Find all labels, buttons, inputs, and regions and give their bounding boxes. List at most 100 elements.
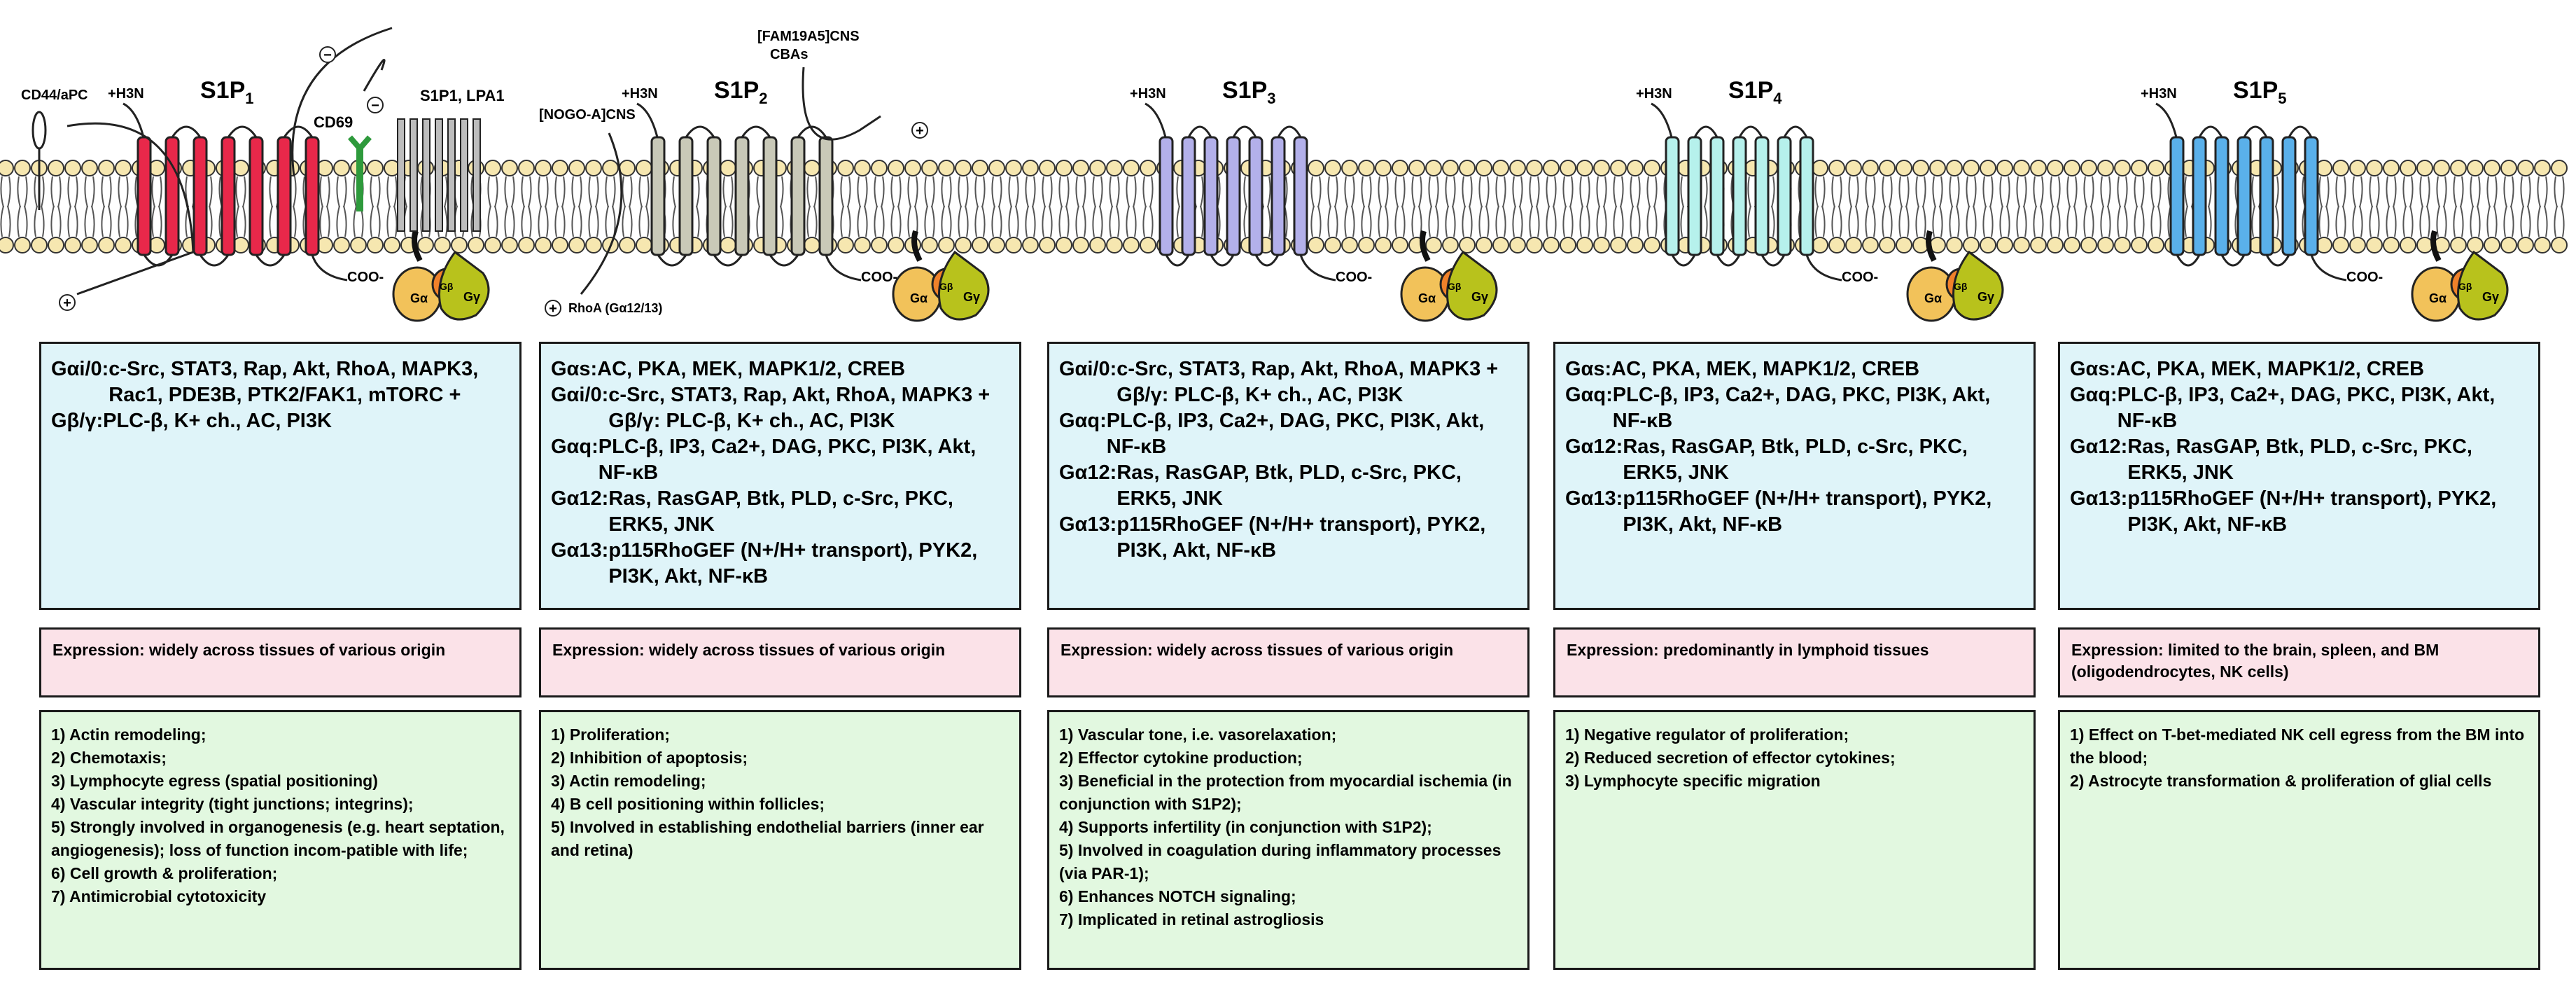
lipid-head — [888, 160, 904, 176]
lipid-head — [1946, 237, 1963, 254]
lipid-tail — [2033, 205, 2044, 237]
signaling-row: Gα12: Ras, RasGAP, Btk, PLD, c-Src, PKC,… — [1565, 434, 2024, 486]
lipid-head — [2148, 237, 2164, 254]
lipid-head — [2416, 237, 2433, 254]
g-protein-key: Gαq: — [2070, 384, 2118, 406]
lipid-head — [568, 237, 585, 254]
lipid-tail — [2117, 205, 2128, 237]
cd44-label: CD44/aPC — [21, 88, 88, 103]
lipid-head — [1980, 237, 1996, 254]
helix-loop — [685, 125, 715, 138]
lipid-tail — [1512, 176, 1523, 208]
lipid-tail — [2486, 176, 2498, 208]
lipid-head — [2131, 160, 2148, 176]
lipid-head — [2013, 237, 2030, 254]
lipid-tail — [0, 176, 11, 208]
c-terminus — [2310, 254, 2347, 282]
lipid-tail — [890, 205, 902, 237]
lipid-tail — [1411, 176, 1422, 208]
lipid-head — [1039, 160, 1056, 176]
lipid-tail — [2419, 176, 2430, 208]
lipid-tail — [1092, 176, 1103, 208]
lipid-tail — [1932, 176, 1943, 208]
lipid-head — [1308, 237, 1324, 254]
signaling-row: Gα12: Ras, RasGAP, Btk, PLD, c-Src, PKC,… — [551, 486, 1009, 538]
helix-loop — [2198, 125, 2223, 138]
lipid-head — [2383, 237, 2400, 254]
signaling-effectors: PLC-β, IP3, Ca2+, DAG, PKC, PI3K, Akt, N… — [2117, 384, 2496, 432]
lipid-tail — [2436, 176, 2447, 208]
lipid-tail — [1848, 205, 1859, 237]
lipid-tail — [118, 205, 129, 237]
function-box: 1) Proliferation;2) Inhibition of apopto… — [539, 710, 1021, 970]
lpa1-helix — [472, 118, 481, 232]
transmembrane-helix — [1226, 136, 1241, 256]
lipid-head — [1492, 237, 1509, 254]
nh3-label: +H3N — [108, 86, 144, 102]
lipid-head — [854, 237, 871, 254]
lpa1-helix — [460, 118, 468, 232]
signaling-effectors: Ras, RasGAP, Btk, PLD, c-Src, PKC, ERK5,… — [608, 487, 953, 536]
lipid-tail — [1562, 205, 1574, 237]
helix-loop — [1760, 254, 1786, 267]
lipid-head — [0, 237, 14, 254]
membrane-diagram: +H3NCOO-S1P1GαGβGγ+H3NCOO-S1P2GαGβGγ+H3N… — [0, 27, 2568, 322]
lipid-tail — [1814, 176, 1826, 208]
lipid-tail — [1462, 205, 1473, 237]
helix-loop — [1671, 254, 1696, 267]
lipid-head — [535, 237, 552, 254]
lipid-tail — [958, 176, 969, 208]
lipid-head — [1543, 160, 1560, 176]
lipid-head — [2114, 160, 2131, 176]
signaling-row: Gαq: PLC-β, IP3, Ca2+, DAG, PKC, PI3K, A… — [1565, 382, 2024, 434]
g-protein-key: Gαq: — [551, 436, 598, 458]
nh3-label: +H3N — [2141, 86, 2177, 102]
lipid-tail — [622, 205, 633, 237]
cd69-stalk — [356, 148, 363, 211]
lipid-tail — [1092, 205, 1103, 237]
lipid-tail — [2470, 205, 2481, 237]
rhoa-label: RhoA (Gα12/13) — [568, 301, 662, 315]
plus-symbol: + — [549, 301, 557, 317]
transmembrane-helix — [276, 136, 292, 256]
lipid-head — [1845, 237, 1862, 254]
minus-circle-icon — [319, 46, 336, 63]
lipid-head — [837, 237, 854, 254]
lipid-tail — [1025, 176, 1036, 208]
lipid-head — [1442, 237, 1459, 254]
function-item: 2) Effector cytokine production; — [1059, 749, 1303, 767]
lipid-tail — [806, 205, 818, 237]
lipid-tail — [924, 176, 935, 208]
lipid-tail — [2419, 205, 2430, 237]
g-gamma-label: Gγ — [1977, 290, 1994, 304]
lipid-head — [938, 237, 955, 254]
transmembrane-helix — [2169, 136, 2185, 256]
transmembrane-helix — [2259, 136, 2274, 256]
signaling-effectors: Ras, RasGAP, Btk, PLD, c-Src, PKC, ERK5,… — [1116, 461, 1462, 510]
lipid-head — [1476, 237, 1492, 254]
lipid-tail — [1344, 205, 1355, 237]
c-terminus — [1299, 254, 1336, 282]
lipid-tail — [1949, 176, 1960, 208]
lipid-head — [2400, 160, 2416, 176]
lipid-tail — [1462, 176, 1473, 208]
lipid-tail — [538, 176, 549, 208]
g-protein-key: Gα12: — [1059, 461, 1117, 484]
lipid-tail — [974, 176, 986, 208]
lipid-head — [1963, 160, 1980, 176]
signaling-effectors: p115RhoGEF (N+/H+ transport), PYK2, PI3K… — [1623, 487, 1992, 536]
lipid-tail — [2100, 205, 2111, 237]
g-protein-key: Gα12: — [1565, 436, 1623, 458]
lipid-head — [988, 237, 1005, 254]
lipid-head — [1425, 237, 1442, 254]
g-protein-key: Gαs: — [2070, 358, 2117, 380]
lipid-tail — [1630, 205, 1641, 237]
lipid-tail — [554, 176, 566, 208]
g-protein-key: Gβ/γ: — [51, 410, 104, 432]
lipid-head — [1341, 237, 1358, 254]
g-beta-label: Gβ — [2458, 281, 2472, 292]
lipid-head — [955, 237, 972, 254]
lipid-head — [115, 160, 132, 176]
lipid-tail — [1109, 176, 1120, 208]
